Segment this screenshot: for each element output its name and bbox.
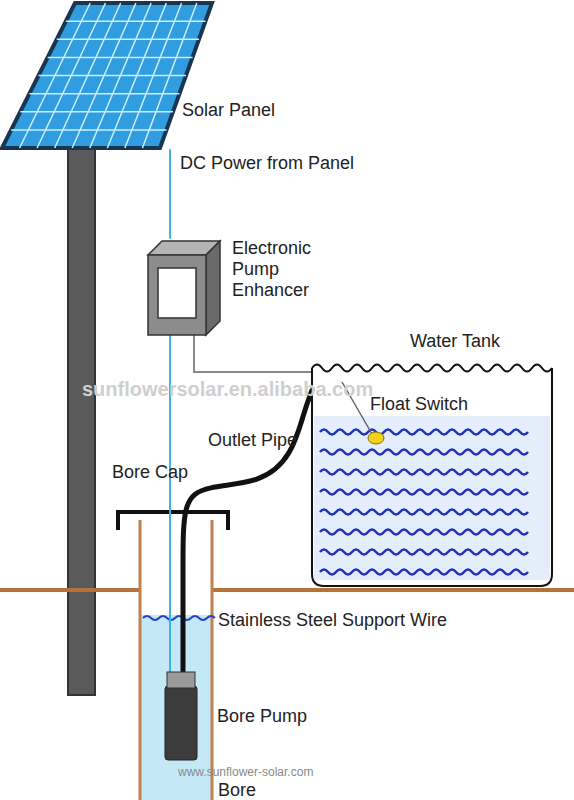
ground-line <box>212 588 574 592</box>
box-side <box>206 241 220 335</box>
tank-water <box>314 416 550 580</box>
node-label: Bore Pump <box>217 706 307 727</box>
edge-label: DC Power from Panel <box>180 153 354 174</box>
support-wire <box>143 616 215 620</box>
pump-enhancer: Electronic Pump Enhancer <box>148 238 220 335</box>
solar-panel: Solar Panel <box>0 0 215 150</box>
float-switch <box>368 432 384 444</box>
box-front <box>148 255 206 335</box>
bore-pump: Bore Pump <box>165 672 197 760</box>
node-label: Solar Panel <box>182 100 275 121</box>
part-label: Bore <box>218 780 256 800</box>
ground-line <box>0 588 140 592</box>
part-label: Bore Cap <box>112 462 160 483</box>
bore-cap <box>118 512 228 530</box>
pump-head <box>167 672 195 688</box>
bore-pump-shape <box>165 672 197 760</box>
panel-frame <box>2 3 212 148</box>
cable <box>169 150 171 238</box>
part-label: Stainless Steel Support Wire <box>218 610 447 631</box>
node-label: Water Tank <box>410 331 500 352</box>
callout-label: Float Switch <box>370 394 468 415</box>
pump-enhancer-shape <box>148 238 220 335</box>
bore-casing <box>140 520 212 800</box>
solar-panel-shape <box>0 0 215 150</box>
box-window <box>158 268 196 318</box>
cable <box>194 335 312 372</box>
node-label: Electronic Pump Enhancer <box>232 238 327 301</box>
panel-pole <box>68 140 95 695</box>
watermark: www.sunflower-solar.com <box>178 762 313 783</box>
panel-cells <box>11 3 205 148</box>
pump-body <box>165 686 197 760</box>
watermark: sunflowersolar.en.alibaba.com <box>82 379 373 400</box>
edge-label: Outlet Pipe <box>208 430 270 451</box>
tank-waves <box>320 430 528 575</box>
